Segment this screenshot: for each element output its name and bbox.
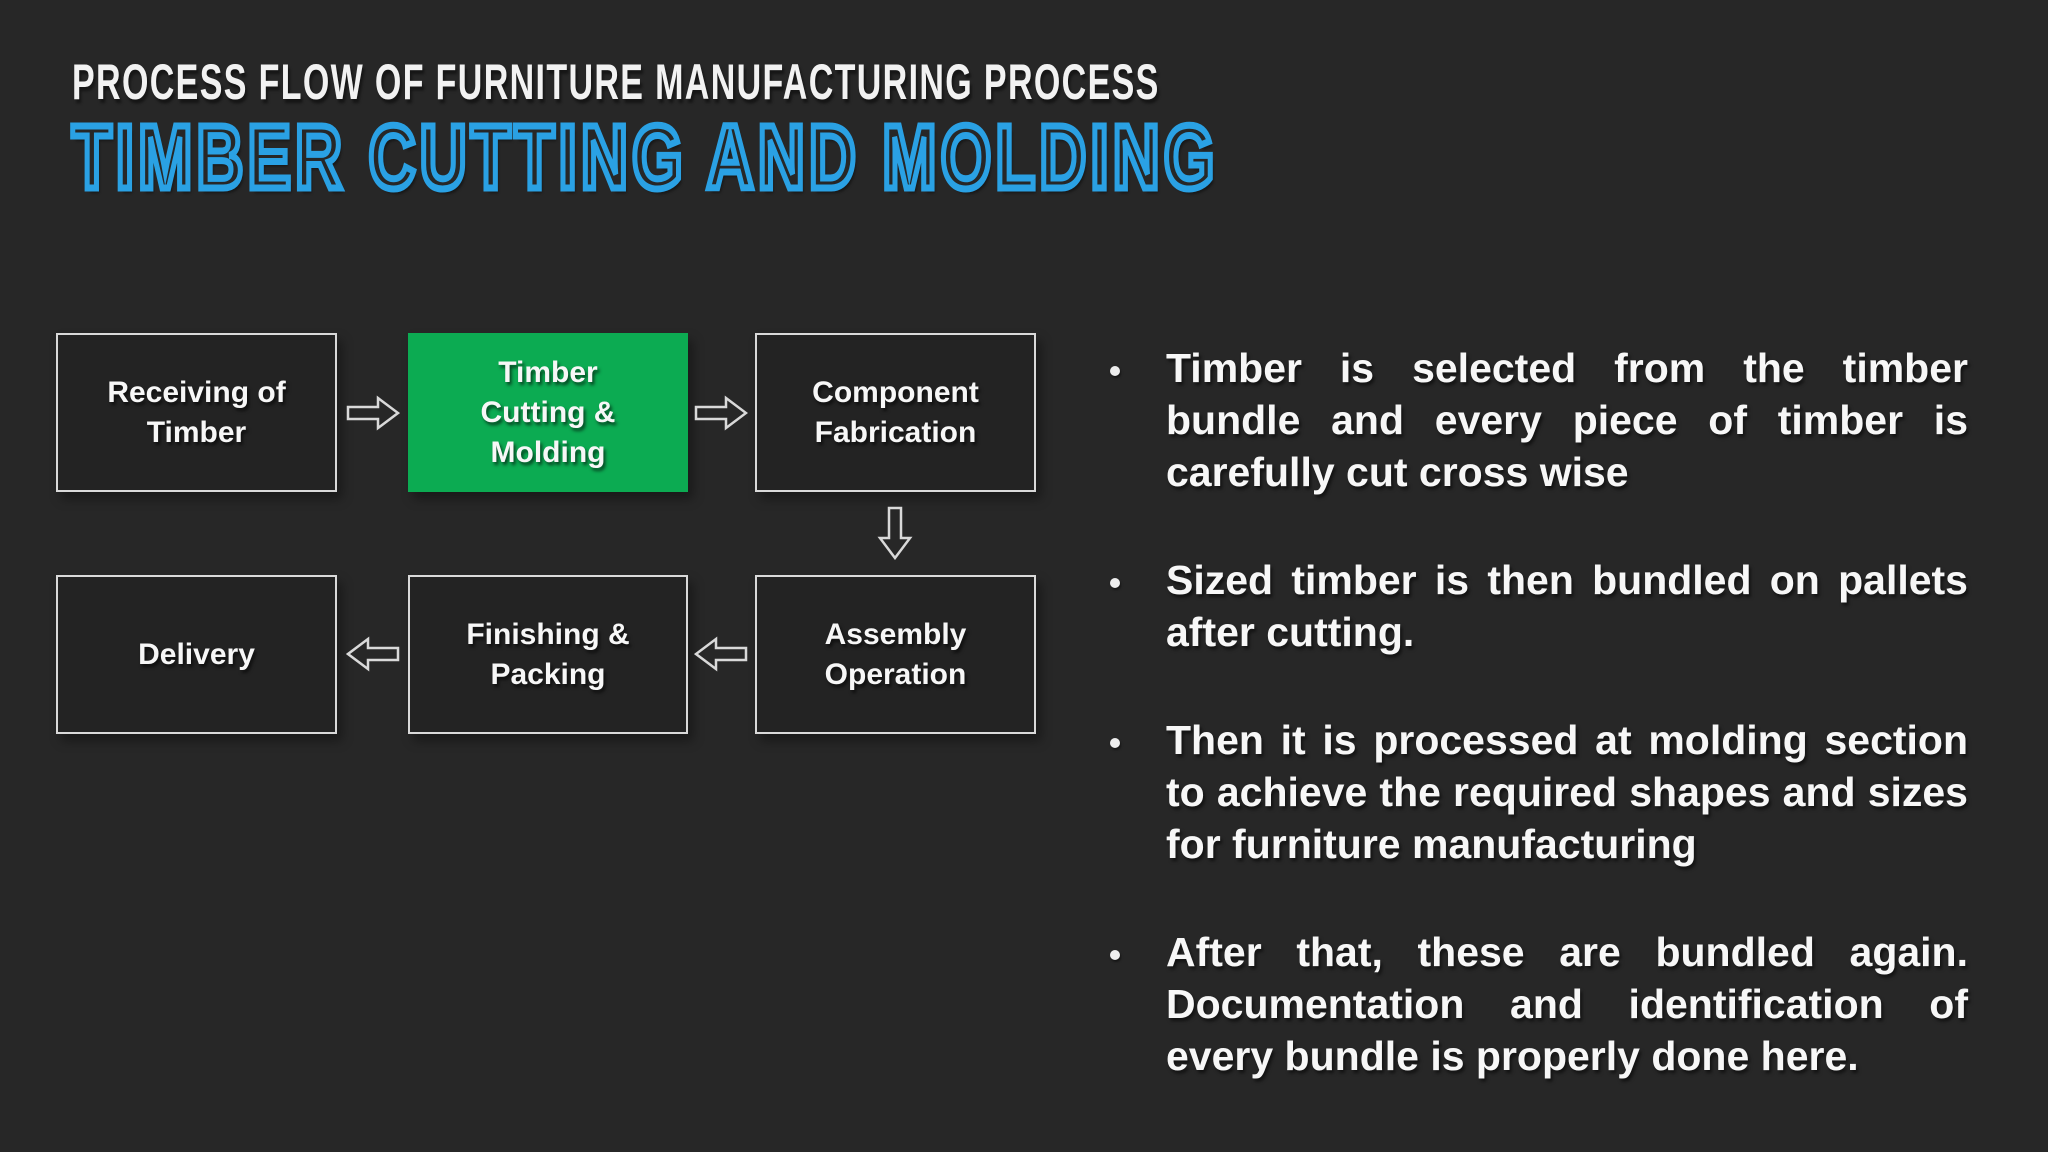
flow-node-label: Receiving of Timber: [107, 375, 286, 449]
flow-node-label: Assembly Operation: [824, 617, 967, 691]
bullet-text: Then it is processed at molding section …: [1166, 717, 1968, 867]
bullet-dot-icon: [1110, 950, 1120, 960]
list-item: Timber is selected from the timber bundl…: [1108, 342, 1968, 498]
slide-main-title: TIMBER CUTTING AND MOLDING: [69, 105, 1219, 212]
slide-eyebrow-title: PROCESS FLOW OF FURNITURE MANUFACTURING …: [72, 54, 1160, 110]
arrow-down-icon: [876, 506, 914, 560]
bullet-dot-icon: [1110, 578, 1120, 588]
bullet-text: After that, these are bundled again. Doc…: [1166, 929, 1968, 1079]
list-item: Then it is processed at molding section …: [1108, 714, 1968, 870]
flow-node-component-fabrication: Component Fabrication: [755, 333, 1036, 492]
list-item: Sized timber is then bundled on pallets …: [1108, 554, 1968, 658]
arrow-left-icon: [346, 635, 400, 673]
bullet-text: Sized timber is then bundled on pallets …: [1166, 557, 1968, 655]
flow-node-receiving-of-timber: Receiving of Timber: [56, 333, 337, 492]
arrow-left-icon: [694, 635, 748, 673]
flow-node-finishing-packing: Finishing & Packing: [408, 575, 688, 734]
bullet-dot-icon: [1110, 738, 1120, 748]
flow-node-timber-cutting-molding: Timber Cutting & Molding: [408, 333, 688, 492]
flow-node-label: Component Fabrication: [812, 375, 979, 449]
bullet-text: Timber is selected from the timber bundl…: [1166, 345, 1968, 495]
list-item: After that, these are bundled again. Doc…: [1108, 926, 1968, 1082]
arrow-right-icon: [694, 394, 748, 432]
bullet-dot-icon: [1110, 366, 1120, 376]
flow-node-delivery: Delivery: [56, 575, 337, 734]
flow-node-assembly-operation: Assembly Operation: [755, 575, 1036, 734]
flow-node-label: Finishing & Packing: [466, 617, 630, 691]
arrow-right-icon: [346, 394, 400, 432]
flow-node-label: Delivery: [138, 637, 255, 671]
flow-node-label: Timber Cutting & Molding: [480, 355, 616, 469]
bullet-list: Timber is selected from the timber bundl…: [1108, 342, 1968, 1138]
